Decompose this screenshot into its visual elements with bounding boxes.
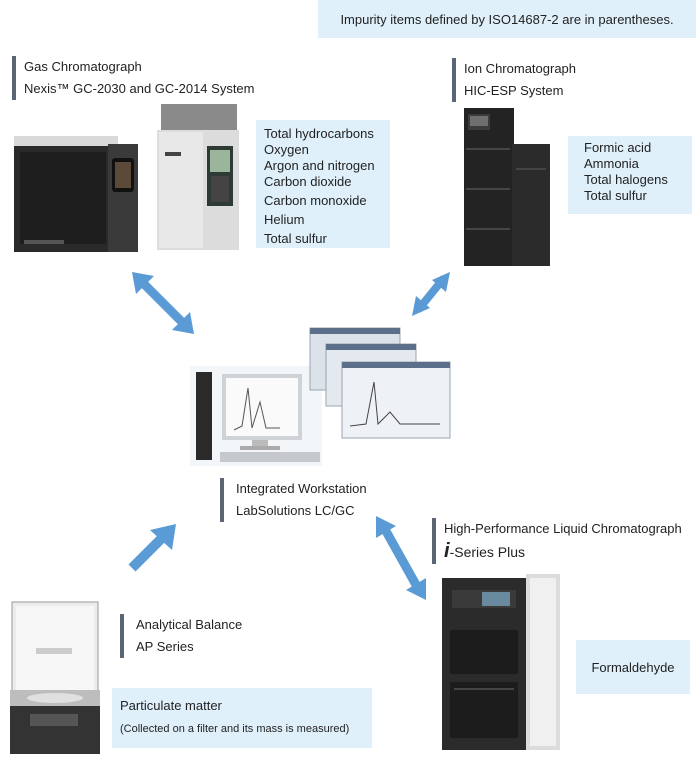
gc-title: Gas Chromatograph Nexis™ GC-2030 and GC-… xyxy=(12,56,254,100)
ic-item: Ammonia xyxy=(584,156,639,171)
gc-item: Total hydrocarbons xyxy=(264,126,374,141)
balance-title-line1: Analytical Balance xyxy=(136,617,243,632)
hplc-item: Formaldehyde xyxy=(591,659,675,675)
ic-title-line2: HIC-ESP System xyxy=(464,83,564,98)
ic-impurity-list: Formic acid Ammonia Total halogens Total… xyxy=(568,136,692,214)
ic-item: Total sulfur xyxy=(584,188,647,203)
balance-impurity: Particulate matter (Collected on a filte… xyxy=(112,688,372,748)
gc-title-line1: Gas Chromatograph xyxy=(24,59,142,74)
hplc-title-line2: i-Series Plus xyxy=(444,540,682,563)
gc-item: Oxygen xyxy=(264,142,309,157)
gc-item: Carbon dioxide xyxy=(264,174,352,189)
ion-chromatograph-image xyxy=(462,108,552,268)
ic-item: Formic acid xyxy=(584,140,652,155)
ic-item: Total halogens xyxy=(584,172,668,187)
balance-title-line2: AP Series xyxy=(136,639,194,654)
double-arrow-icon xyxy=(410,270,452,318)
double-arrow-icon xyxy=(128,270,198,336)
gc-2014-image xyxy=(155,104,241,252)
parentheses-note: Impurity items defined by ISO14687-2 are… xyxy=(318,0,696,38)
balance-image xyxy=(8,598,102,756)
gc-impurity-list: Total hydrocarbons Oxygen Argon and nitr… xyxy=(256,120,390,248)
ic-title-line1: Ion Chromatograph xyxy=(464,61,577,76)
balance-item: Particulate matter xyxy=(120,698,222,713)
balance-title: Analytical Balance AP Series xyxy=(120,614,242,658)
ws-title-line1: Integrated Workstation xyxy=(236,481,367,496)
workstation-image xyxy=(190,322,456,468)
hplc-title: High-Performance Liquid Chromatograph i-… xyxy=(432,518,682,564)
gc-item: Argon and nitrogen xyxy=(264,158,375,173)
gc-title-line2: Nexis™ GC-2030 and GC-2014 System xyxy=(24,81,255,96)
ic-title: Ion Chromatograph HIC-ESP System xyxy=(452,58,576,102)
gc-item: Carbon monoxide xyxy=(264,193,367,208)
hplc-title-line1: High-Performance Liquid Chromatograph xyxy=(444,521,682,536)
gc-item: Total sulfur xyxy=(264,231,327,246)
workstation-title: Integrated Workstation LabSolutions LC/G… xyxy=(220,478,367,522)
ws-title-line2: LabSolutions LC/GC xyxy=(236,503,355,518)
hplc-image xyxy=(438,570,562,752)
balance-item-note: (Collected on a filter and its mass is m… xyxy=(120,723,350,735)
gas-chromatograph-image xyxy=(12,130,140,254)
i-series-suffix: -Series Plus xyxy=(449,544,526,560)
i-series-prefix: i xyxy=(444,540,450,562)
double-arrow-icon xyxy=(372,514,430,602)
gc-item: Helium xyxy=(264,212,305,227)
hplc-impurity: Formaldehyde xyxy=(576,640,690,694)
arrow-icon xyxy=(126,522,180,574)
